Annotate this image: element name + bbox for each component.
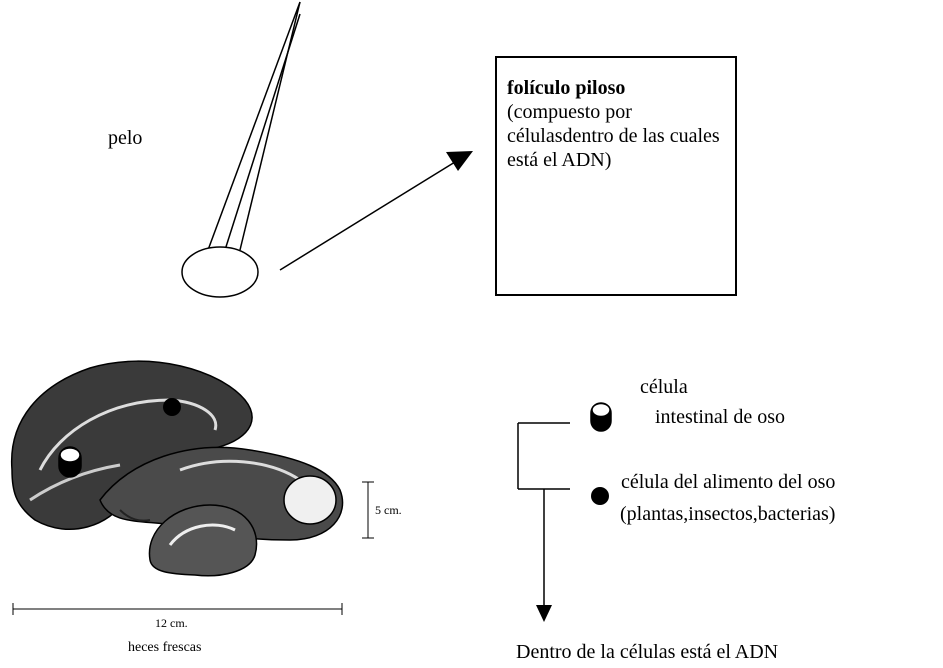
intestinal-cell-on-feces bbox=[58, 446, 82, 478]
food-cell-dot-on-feces bbox=[163, 398, 181, 416]
food-cell-label-line2: (plantas,insectos,bacterias) bbox=[620, 503, 836, 525]
arrow-to-follicle bbox=[279, 151, 473, 271]
follicle-description: (compuesto por célulasdentro de las cual… bbox=[507, 101, 720, 171]
hair-shaft-line bbox=[224, 13, 301, 251]
height-label: 5 cm. bbox=[375, 503, 402, 517]
cells-bracket bbox=[517, 422, 570, 605]
down-arrow-head bbox=[536, 605, 552, 622]
feces-lump-end bbox=[283, 475, 337, 525]
intestinal-cell-icon bbox=[590, 402, 612, 432]
hair-strand bbox=[207, 1, 301, 251]
width-label: 12 cm. bbox=[155, 616, 188, 630]
food-cell-label-line1: célula del alimento del oso bbox=[621, 471, 836, 493]
width-scale-bar bbox=[12, 603, 343, 615]
hair-outline-right bbox=[239, 1, 301, 251]
conclusion-text: Dentro de la células está el ADN bbox=[516, 641, 779, 663]
intestinal-cell-label-line1: célula bbox=[640, 376, 688, 398]
follicle-box: folículo piloso (compuesto por célulasde… bbox=[495, 56, 737, 296]
feces-lump-lower bbox=[148, 504, 258, 577]
follicle-title: folículo piloso bbox=[507, 77, 626, 99]
food-cell-icon bbox=[591, 487, 609, 505]
feces-caption: heces frescas bbox=[128, 640, 202, 655]
hair-root-bulb bbox=[181, 246, 259, 298]
intestinal-cell-label-line2: intestinal de oso bbox=[655, 406, 785, 428]
hair-outline-left bbox=[207, 1, 301, 251]
feces-illustration bbox=[10, 360, 344, 577]
hair-label: pelo bbox=[108, 127, 143, 149]
height-scale-bar bbox=[362, 481, 374, 539]
